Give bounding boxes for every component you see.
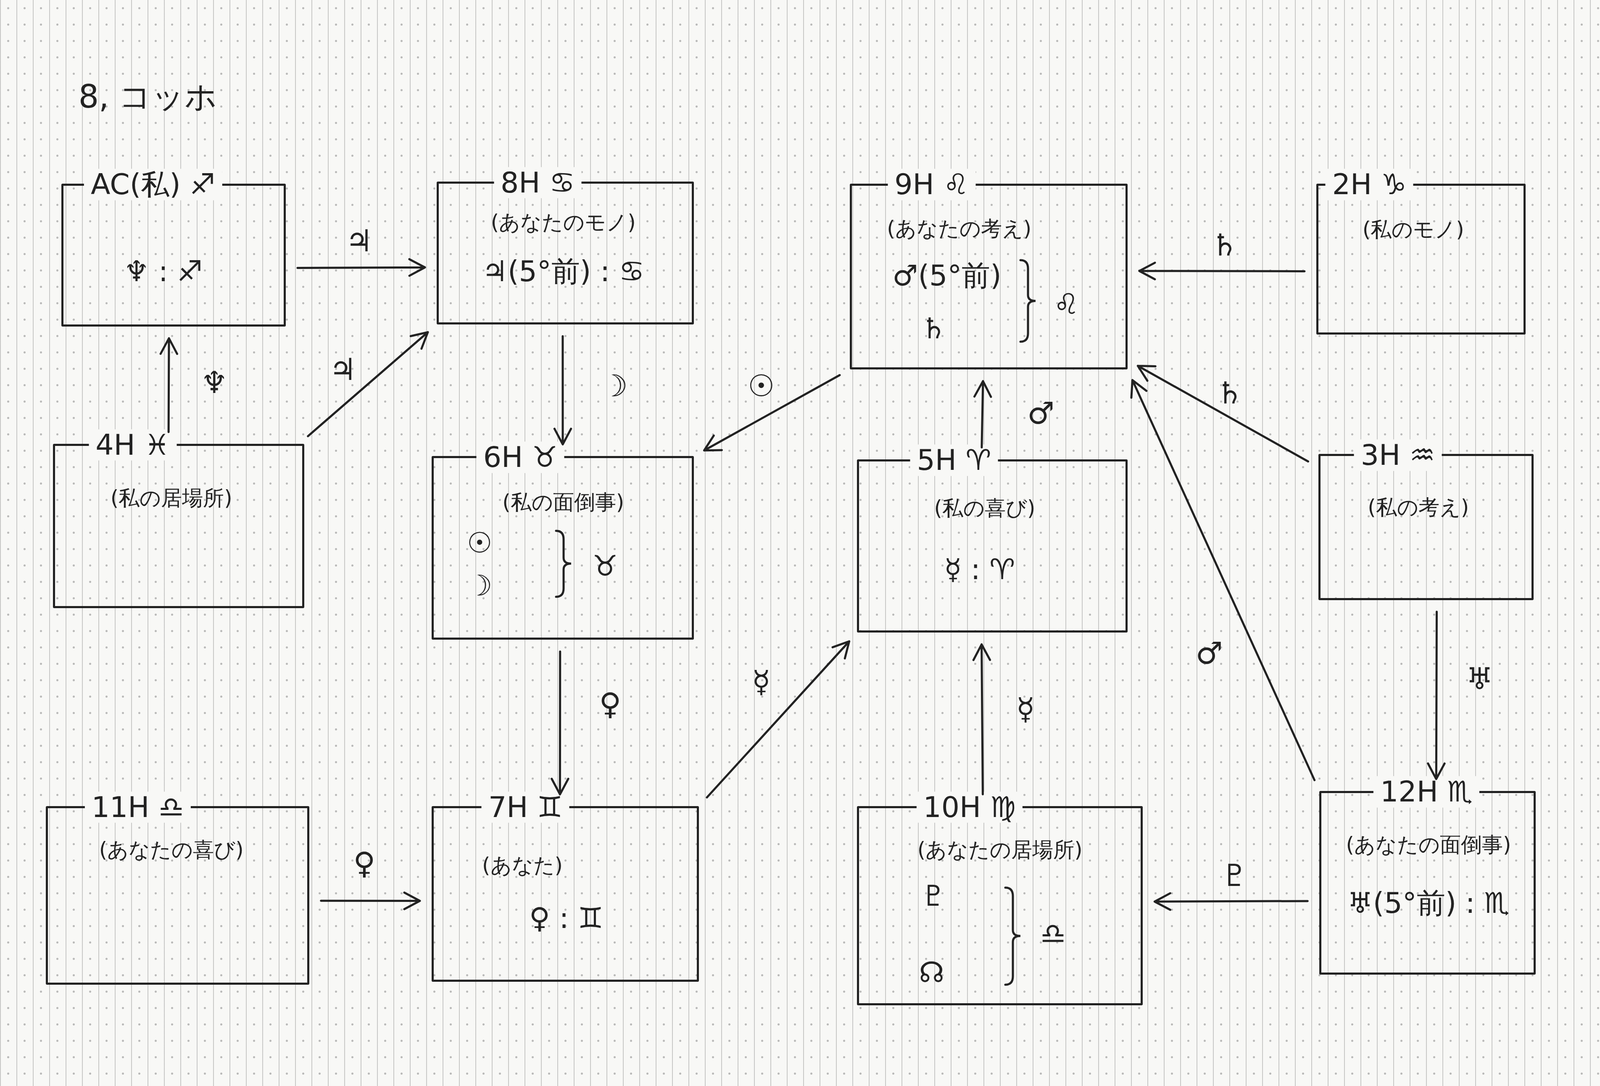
house-box: 7H ♊(あなた)♀ : ♊ — [431, 806, 699, 982]
ruler-label: ♃ — [329, 351, 357, 388]
arrow-connector — [308, 332, 428, 436]
arrow-connector — [1154, 893, 1308, 910]
title: 8, コッホ — [78, 75, 218, 119]
curly-bracket — [1020, 260, 1036, 342]
house-box: 4H ♓(私の居場所) — [52, 443, 304, 609]
house-box: 6H ♉(私の面倒事)☉☽♉ — [431, 456, 694, 640]
arrow-connector — [554, 336, 571, 445]
planet-text: ♉ — [592, 550, 618, 583]
arrow-connector — [551, 651, 569, 795]
ruler-label: ♀ — [353, 845, 376, 881]
ruler-label: ♄ — [1215, 375, 1244, 411]
house-box: AC(私) ♐♆ : ♐ — [61, 183, 286, 327]
planet-text: ♄ — [920, 312, 947, 345]
house-box: 8H ♋(あなたのモノ)♃(5°前) : ♋ — [436, 181, 694, 325]
arrow-connector — [973, 644, 990, 795]
house-heading: AC(私) ♐ — [84, 168, 222, 201]
planet-text: ♂(5°前) — [892, 259, 1002, 292]
ruler-label: ☉ — [747, 368, 775, 404]
ruler-label: ☿ — [1016, 691, 1035, 727]
ruler-label: ♆ — [200, 364, 229, 401]
house-heading: 8H ♋ — [493, 166, 582, 199]
house-subtitle: (私のモノ) — [1362, 218, 1465, 242]
house-heading: 12H ♏ — [1373, 776, 1480, 808]
ruler-label: ♀ — [599, 686, 622, 722]
house-subtitle: (あなたのモノ) — [490, 210, 636, 235]
planet-text: ♇ — [920, 880, 947, 912]
house-heading: 7H ♊ — [481, 791, 570, 823]
ruler-label: ♂ — [1195, 635, 1224, 671]
planet-text: ♀ : ♊ — [529, 902, 604, 935]
ruler-label: ♅ — [1465, 661, 1494, 697]
ruler-label: ☿ — [751, 664, 771, 700]
house-box: 12H ♏(あなたの面倒事)♅(5°前) : ♏ — [1319, 790, 1536, 975]
planet-text: ☽ — [466, 569, 493, 602]
ruler-label: ☽ — [600, 368, 628, 404]
house-subtitle: (私の居場所) — [110, 486, 233, 510]
ruler-label: ♂ — [1027, 395, 1055, 431]
house-box: 3H ♒(私の考え) — [1318, 453, 1534, 600]
planet-text: ☉ — [466, 527, 493, 559]
curly-bracket — [556, 530, 572, 597]
planet-text: ♃(5°前) : ♋ — [482, 255, 645, 288]
arrow-connector — [1139, 262, 1305, 280]
house-heading: 9H ♌ — [887, 168, 976, 201]
ruler-label: ♃ — [345, 223, 373, 259]
house-box: 11H ♎(あなたの喜び) — [45, 806, 309, 985]
house-heading: 3H ♒ — [1354, 439, 1442, 471]
arrow-connector — [297, 259, 425, 276]
house-subtitle: (あなたの喜び) — [99, 838, 244, 862]
house-heading: 6H ♉ — [476, 441, 565, 473]
planet-text: ☊ — [918, 956, 944, 989]
house-heading: 10H ♍ — [916, 791, 1023, 823]
planet-text: ☿ : ♈ — [943, 553, 1015, 586]
arrow-connector — [321, 892, 420, 910]
house-subtitle: (私の面倒事) — [502, 490, 625, 514]
house-heading: 4H ♓ — [88, 429, 177, 461]
house-box: 10H ♍(あなたの居場所)♇☊♎ — [856, 806, 1143, 1005]
planet-text: ♎ — [1040, 917, 1066, 950]
arrow-connector — [160, 338, 177, 433]
house-subtitle: (あなたの考え) — [886, 216, 1032, 240]
house-heading: 2H ♑ — [1325, 168, 1414, 201]
planet-text: ♌ — [1053, 288, 1080, 320]
arrow-connector — [1428, 611, 1445, 780]
house-subtitle: (あなたの居場所) — [917, 838, 1083, 862]
ruler-label: ♇ — [1221, 857, 1249, 894]
house-box: 5H ♈(私の喜び)☿ : ♈ — [856, 459, 1128, 633]
curly-bracket — [1005, 887, 1021, 985]
house-box: 2H ♑(私のモノ) — [1316, 183, 1526, 335]
arrow-connector — [974, 381, 992, 448]
house-heading: 5H ♈ — [910, 444, 999, 477]
arrow-connector — [1131, 379, 1315, 781]
planet-text: ♅(5°前) : ♏ — [1347, 887, 1510, 919]
ruler-label: ♄ — [1210, 227, 1239, 263]
house-heading: 11H ♎ — [84, 791, 191, 823]
house-subtitle: (私の考え) — [1367, 495, 1469, 519]
house-box: 9H ♌(あなたの考え)♂(5°前)♄♌ — [849, 183, 1128, 370]
planet-text: ♆ : ♐ — [123, 255, 203, 288]
house-subtitle: (私の喜び) — [933, 496, 1036, 520]
arrow-connector — [706, 641, 850, 798]
house-subtitle: (あなた) — [482, 853, 563, 877]
house-subtitle: (あなたの面倒事) — [1346, 833, 1512, 857]
